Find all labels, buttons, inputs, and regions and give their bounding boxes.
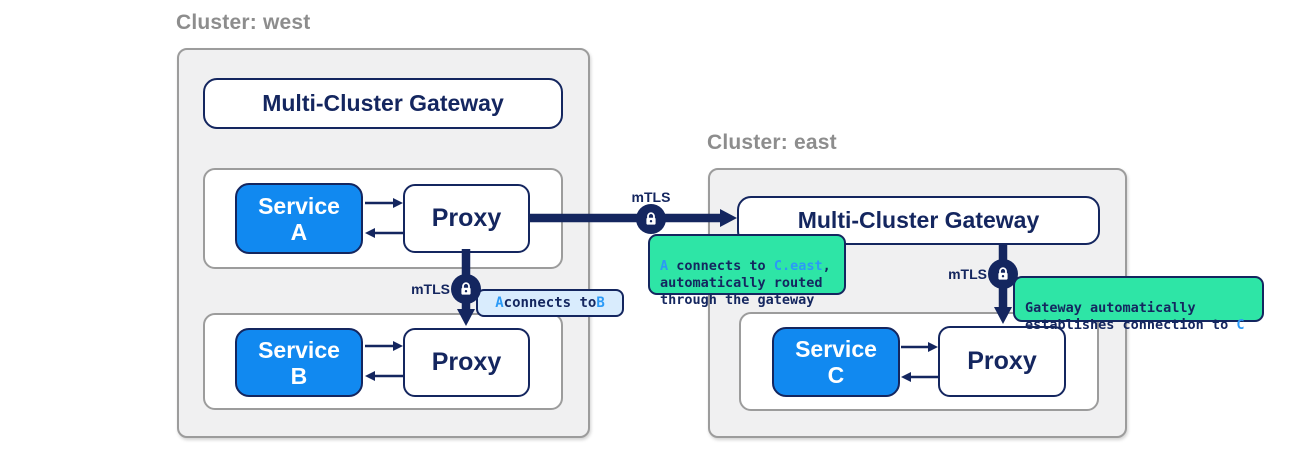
- padlock-glyph: [646, 212, 656, 225]
- proxy-b-node: Proxy: [403, 328, 530, 397]
- annotation-text: connects to: [503, 295, 597, 311]
- mtls-label-east: mTLS: [948, 266, 987, 282]
- annotation-code-a: A: [660, 258, 669, 274]
- proxy-a-node: Proxy: [403, 184, 530, 253]
- padlock-glyph: [998, 267, 1008, 280]
- mtls-label-west: mTLS: [411, 281, 450, 297]
- mtls-label-cross-cluster: mTLS: [631, 189, 671, 205]
- lock-icon: [636, 204, 666, 234]
- padlock-glyph: [461, 282, 471, 295]
- multi-cluster-gateway-west: Multi-Cluster Gateway: [203, 78, 563, 129]
- annotation-a-connects-to-b: A connects to B: [476, 289, 624, 317]
- annotation-text: connects to: [668, 258, 774, 274]
- service-b-node: Service B: [235, 328, 363, 397]
- annotation-code-b: B: [596, 295, 605, 311]
- annotation-routed-through-gateway: A connects to C.east, automatically rout…: [648, 234, 846, 308]
- multi-cluster-gateway-east: Multi-Cluster Gateway: [737, 196, 1100, 245]
- service-a-node: Service A: [235, 183, 363, 254]
- annotation-code-c-east: C.east: [773, 258, 823, 274]
- cluster-west-label: Cluster: west: [176, 11, 311, 34]
- proxy-c-node: Proxy: [938, 326, 1066, 397]
- lock-icon: [988, 259, 1018, 289]
- cluster-east-label: Cluster: east: [707, 131, 837, 154]
- annotation-code-a: A: [495, 295, 504, 311]
- service-c-node: Service C: [772, 327, 900, 397]
- annotation-text: , automatically routed through the gatew…: [660, 258, 831, 308]
- annotation-code-c: C: [1236, 317, 1245, 333]
- lock-icon: [451, 274, 481, 304]
- annotation-text: Gateway automatically establishes connec…: [1025, 300, 1229, 333]
- annotation-gateway-establishes-connection: Gateway automatically establishes connec…: [1013, 276, 1264, 333]
